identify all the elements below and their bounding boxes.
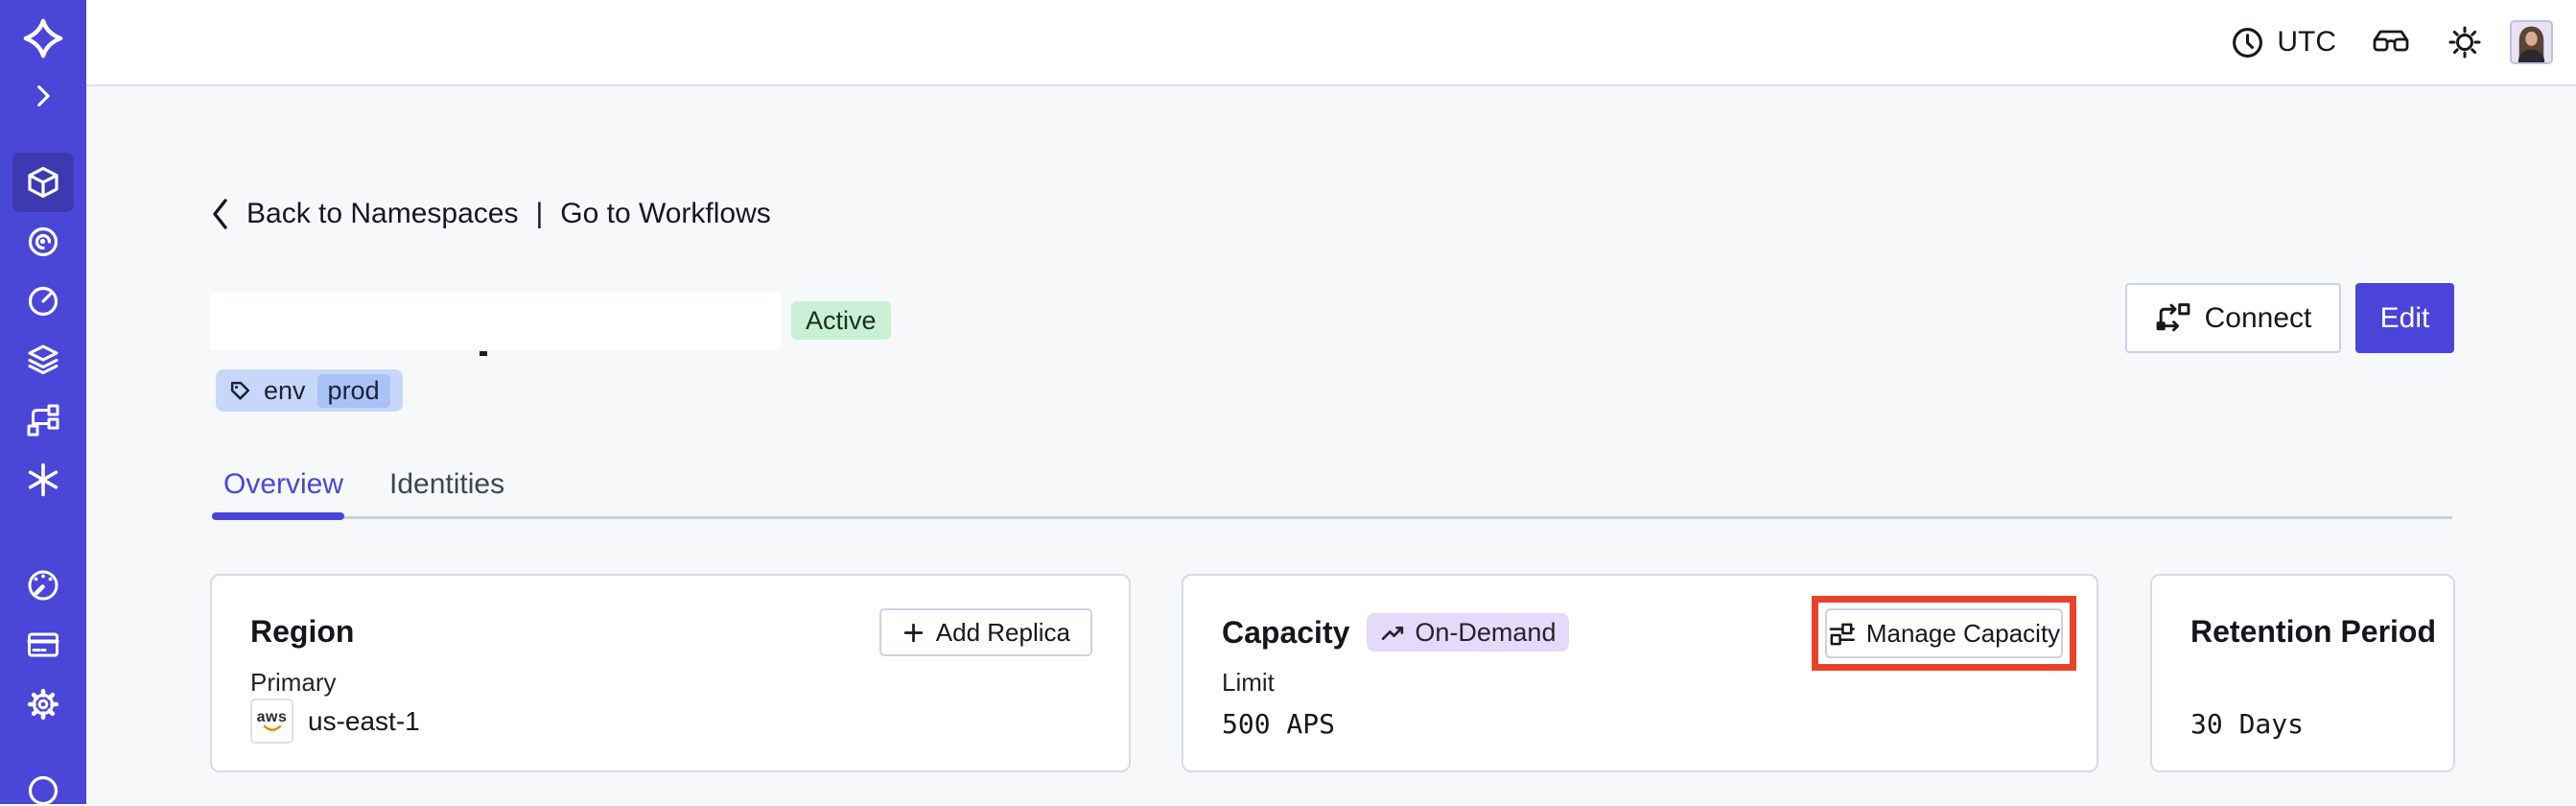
sidebar-item-schedules[interactable] — [12, 272, 74, 331]
namespace-tag[interactable]: env prod — [216, 369, 403, 412]
region-value-row: aws us-east-1 — [250, 699, 420, 744]
bottom-partial-icon — [28, 775, 59, 806]
sliders-icon — [1829, 623, 1855, 645]
user-avatar[interactable] — [2510, 20, 2553, 64]
trending-up-icon — [1382, 626, 1404, 640]
aws-smile-icon — [263, 724, 281, 731]
plus-icon — [903, 623, 923, 642]
sidebar-item-settings[interactable] — [12, 675, 74, 734]
breadcrumb: Back to Namespaces | Go to Workflows — [210, 192, 771, 236]
status-badge: Active — [791, 301, 891, 340]
sidebar-item-billing[interactable] — [12, 615, 74, 675]
ondemand-badge: On-Demand — [1367, 613, 1570, 652]
capacity-field-label: Limit — [1222, 668, 1275, 697]
glasses-icon — [2373, 30, 2409, 52]
tag-key: env — [264, 375, 306, 405]
edit-button[interactable]: Edit — [2355, 283, 2454, 353]
annotation-highlight-box: Manage Capacity — [1812, 596, 2076, 671]
batch-branch-icon — [27, 404, 59, 437]
capacity-card: Capacity On-Demand Manage Capacity Limit… — [1182, 574, 2098, 772]
tag-icon — [230, 381, 250, 400]
breadcrumb-back-link[interactable]: Back to Namespaces — [246, 198, 519, 229]
manage-capacity-button[interactable]: Manage Capacity — [1825, 608, 2063, 658]
namespaces-cube-icon — [28, 166, 59, 199]
add-replica-button[interactable]: Add Replica — [878, 608, 1092, 656]
region-field-label: Primary — [250, 668, 337, 697]
text-artifact-dot — [480, 351, 487, 356]
edit-button-label: Edit — [2379, 301, 2430, 334]
namespace-title-redacted — [210, 293, 781, 350]
sidebar-item-deployments[interactable] — [12, 331, 74, 391]
sidebar-item-namespaces[interactable] — [12, 153, 74, 212]
retention-card: Retention Period 30 Days — [2150, 574, 2455, 772]
schedules-clock-icon — [28, 286, 59, 317]
sidebar-expand-chevron-icon[interactable] — [27, 80, 59, 112]
nexus-asterisk-icon — [28, 462, 59, 497]
capacity-value: 500 APS — [1222, 708, 1336, 740]
billing-card-icon — [27, 632, 59, 657]
back-chevron-icon[interactable] — [210, 198, 231, 230]
sidebar-item-usage[interactable] — [12, 556, 74, 615]
settings-gear-icon — [27, 688, 59, 721]
avatar-image — [2512, 22, 2551, 62]
sidebar-item-help[interactable] — [12, 768, 74, 806]
clock-icon — [2233, 27, 2263, 58]
timezone-label: UTC — [2277, 26, 2336, 58]
ondemand-badge-label: On-Demand — [1415, 617, 1557, 647]
sidebar — [0, 0, 86, 806]
region-value: us-east-1 — [308, 705, 420, 736]
capacity-title-row: Capacity On-Demand — [1222, 613, 1570, 652]
aws-provider-icon: aws — [250, 699, 293, 744]
add-replica-label: Add Replica — [935, 617, 1070, 647]
tabs-baseline — [212, 516, 2452, 519]
theme-toggle-button[interactable] — [2446, 23, 2484, 61]
capacity-card-title: Capacity — [1222, 614, 1350, 650]
sun-icon — [2448, 26, 2481, 59]
tab-identities[interactable]: Identities — [389, 468, 505, 500]
labs-toggle-button[interactable] — [2371, 28, 2411, 57]
deployments-layers-icon — [28, 344, 59, 374]
manage-capacity-label: Manage Capacity — [1865, 618, 2061, 648]
tag-value-chip: prod — [316, 373, 390, 408]
aws-wordmark: aws — [256, 708, 288, 725]
timezone-selector[interactable]: UTC — [2231, 26, 2336, 59]
connect-button-label: Connect — [2204, 301, 2312, 334]
connect-icon — [2156, 303, 2190, 332]
tab-overview[interactable]: Overview — [223, 468, 344, 500]
sidebar-nav — [12, 153, 74, 510]
connect-button[interactable]: Connect — [2125, 283, 2341, 353]
sidebar-item-batch-operations[interactable] — [12, 391, 74, 450]
retention-value: 30 Days — [2190, 708, 2305, 740]
sidebar-item-workflows[interactable] — [12, 212, 74, 272]
workflows-spiral-icon — [28, 226, 59, 257]
active-tab-underline — [212, 512, 344, 520]
tab-bar: Overview Identities — [212, 459, 516, 524]
sidebar-nav-secondary — [12, 556, 74, 734]
temporal-logo-icon — [22, 17, 64, 59]
retention-card-title: Retention Period — [2190, 614, 2437, 649]
region-card: Region Add Replica Primary aws us-east-1 — [210, 574, 1131, 772]
region-card-title: Region — [250, 614, 355, 649]
breadcrumb-workflows-link[interactable]: Go to Workflows — [560, 198, 771, 229]
usage-gauge-icon — [28, 570, 59, 601]
topbar: UTC — [86, 0, 2576, 86]
breadcrumb-separator: | — [535, 198, 544, 229]
sidebar-item-nexus[interactable] — [12, 450, 74, 510]
